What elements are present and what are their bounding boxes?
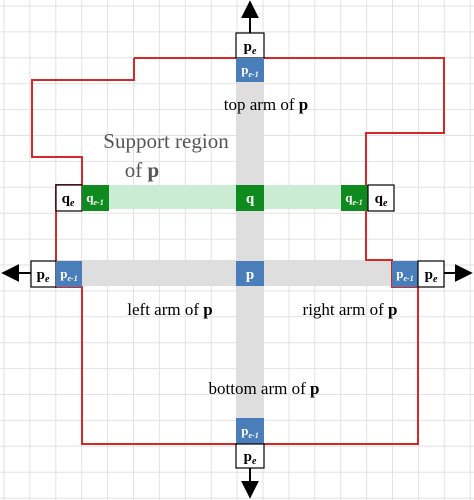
top-pe-sub: e (252, 46, 257, 57)
right-pe1-label: p (396, 266, 403, 281)
bottom-pe1-sub: e-1 (249, 431, 259, 440)
bottom-pe-sub: e (252, 456, 257, 467)
left-qe1-sub: e-1 (94, 198, 104, 207)
left-qe-cell (55, 184, 83, 212)
top-pe-label: p (244, 39, 252, 55)
right-pe-sub: e (433, 274, 438, 285)
right-qe1-sub: e-1 (353, 198, 363, 207)
right-qe-cell (367, 184, 395, 212)
left-pe1-cell (56, 261, 82, 287)
left-qe-sub: e (70, 198, 75, 209)
right-pe-label: p (425, 267, 433, 283)
vertical-arm-band (236, 58, 264, 444)
right-pe1-cell (392, 261, 418, 287)
svg-text:qe: qe (375, 191, 388, 209)
bottom-pe1-label: p (241, 423, 248, 438)
top-pe1-label: p (241, 62, 248, 77)
bottom-arm-label: bottom arm of p (209, 379, 320, 398)
svg-text:qe-1: qe-1 (345, 190, 362, 207)
left-pe-sub: e (45, 274, 50, 285)
right-pe-cell (417, 260, 445, 288)
top-arm-label: top arm of p (224, 95, 309, 114)
svg-text:pe: pe (244, 39, 257, 57)
bottom-pe1-cell (236, 418, 264, 444)
bottom-pe-label: p (244, 449, 252, 465)
center-p-label: p (246, 267, 254, 283)
top-pe-cell (235, 32, 265, 59)
svg-text:pe: pe (37, 267, 50, 285)
bottom-pe-cell (235, 443, 265, 469)
svg-text:pe-1: pe-1 (241, 423, 258, 440)
center-p-cell (236, 261, 264, 286)
right-qe1-label: q (345, 190, 353, 205)
svg-text:pe: pe (425, 267, 438, 285)
svg-text:pe-1: pe-1 (241, 62, 258, 79)
left-qe1-label: q (86, 190, 94, 205)
support-region-subtitle: of p (125, 158, 159, 182)
left-pe1-sub: e-1 (68, 274, 78, 283)
center-q-cell (236, 185, 264, 211)
left-pe-cell (30, 260, 57, 288)
right-qe-label: q (375, 191, 384, 207)
left-qe1-cell (82, 185, 109, 211)
svg-text:pe-1: pe-1 (396, 266, 413, 283)
svg-text:pe-1: pe-1 (60, 266, 77, 283)
support-region-band (82, 185, 368, 209)
svg-text:qe-1: qe-1 (86, 190, 103, 207)
right-qe1-cell (341, 185, 368, 211)
center-q-label: q (246, 191, 255, 207)
svg-text:pe: pe (244, 449, 257, 467)
left-pe1-label: p (60, 266, 67, 281)
top-pe1-cell (236, 58, 264, 82)
right-arm-label: right arm of p (303, 300, 398, 319)
left-arm-label: left arm of p (127, 300, 212, 319)
top-pe1-sub: e-1 (249, 70, 259, 79)
support-region-title: Support region (103, 129, 229, 153)
right-pe1-sub: e-1 (404, 274, 414, 283)
svg-text:qe: qe (62, 191, 75, 209)
left-qe-label: q (62, 191, 71, 207)
left-pe-label: p (37, 267, 45, 283)
right-qe-sub: e (383, 198, 388, 209)
